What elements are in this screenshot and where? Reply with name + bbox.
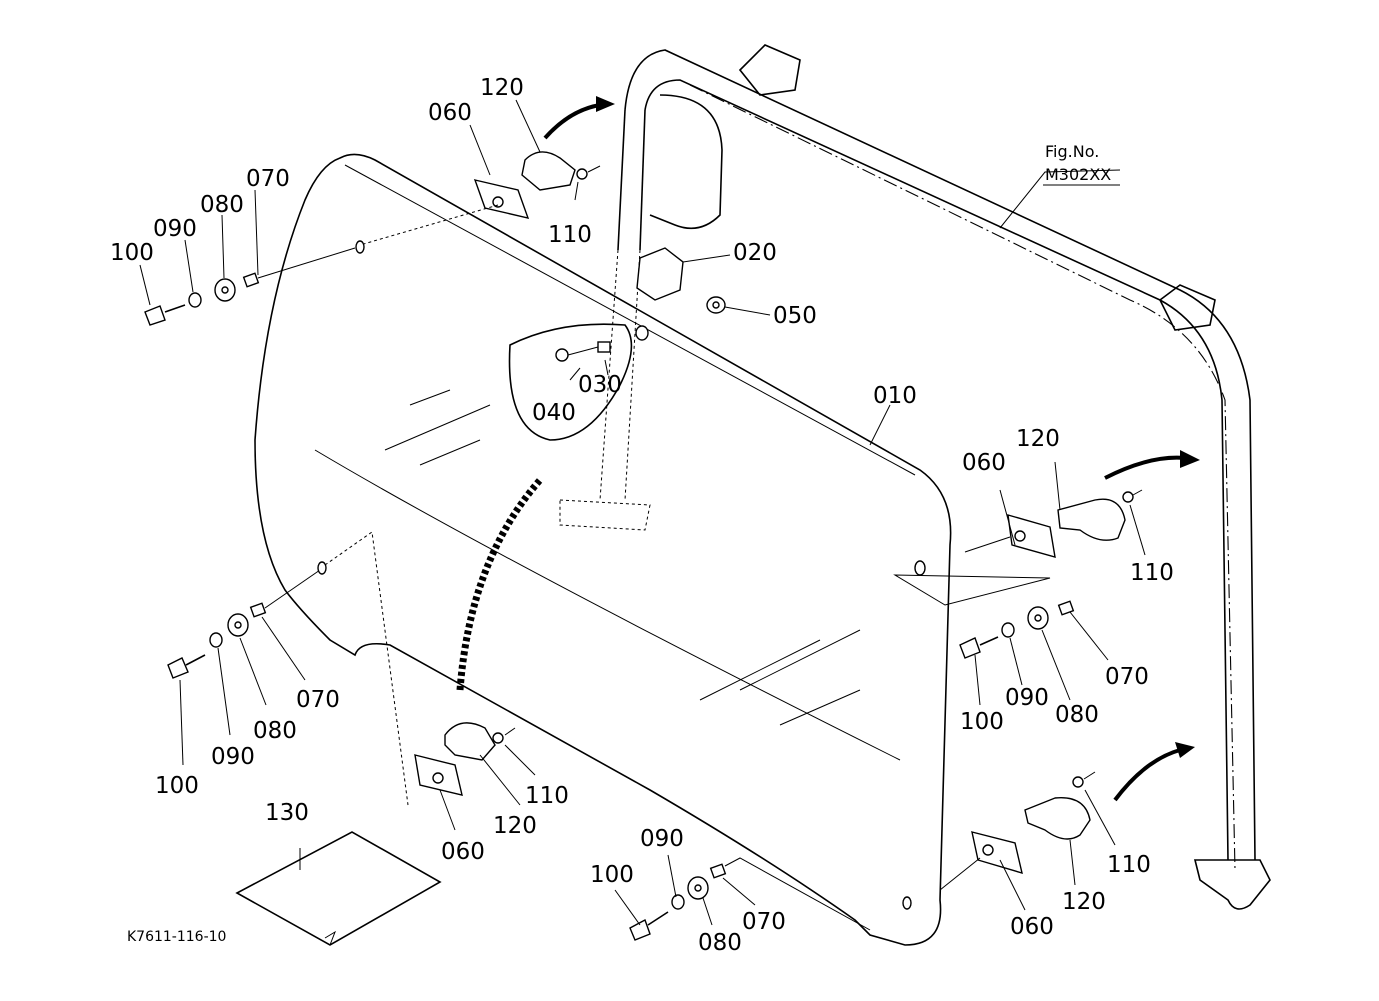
callout-070-tl: 070 — [246, 166, 290, 192]
callout-110-r: 110 — [1130, 560, 1174, 586]
left-bolt-stack — [167, 531, 409, 806]
callout-060-br: 060 — [1010, 914, 1054, 940]
bottom-left-bracket-group — [414, 722, 516, 796]
callout-080-tl: 080 — [200, 192, 244, 218]
callout-100-tl: 100 — [110, 240, 154, 266]
callout-080-b: 080 — [698, 930, 742, 956]
top-left-bolt-stack — [144, 247, 356, 326]
callout-110-bl: 110 — [525, 783, 569, 809]
bracket-020 — [636, 247, 731, 301]
bottom-right-bracket-group — [939, 771, 1096, 891]
right-bracket-group — [893, 489, 1143, 606]
callout-120-top: 120 — [480, 75, 524, 101]
fig-no-label: Fig.No. — [1045, 142, 1099, 161]
rear-glass-panel — [254, 153, 952, 946]
fig-no-number: M302XX — [1045, 165, 1111, 184]
rops-frame — [559, 44, 1271, 910]
figure-reference: Fig.No. M302XX K7611-116-10 — [127, 142, 1120, 945]
callout-070-b: 070 — [742, 909, 786, 935]
leader-lines — [139, 99, 1146, 926]
callout-050: 050 — [773, 303, 817, 329]
callout-080-l: 080 — [253, 718, 297, 744]
glass-movement-arrow — [456, 477, 543, 691]
callout-100-l: 100 — [155, 773, 199, 799]
callout-070-r: 070 — [1105, 664, 1149, 690]
callout-040: 040 — [532, 400, 576, 426]
drawing-code: K7611-116-10 — [127, 929, 226, 945]
callout-labels: 010 020 030 040 050 060 120 110 070 080 … — [110, 75, 1174, 956]
bottom-bolt-stack — [629, 857, 912, 941]
callout-100-r: 100 — [960, 709, 1004, 735]
callout-080-r: 080 — [1055, 702, 1099, 728]
callout-090-l: 090 — [211, 744, 255, 770]
callout-070-l: 070 — [296, 687, 340, 713]
callout-030: 030 — [578, 372, 622, 398]
callout-010: 010 — [873, 383, 917, 409]
nut-050 — [706, 296, 771, 316]
callout-020: 020 — [733, 240, 777, 266]
callout-110-top: 110 — [548, 222, 592, 248]
callout-100-b: 100 — [590, 862, 634, 888]
callout-120-bl: 120 — [493, 813, 537, 839]
callout-110-br: 110 — [1107, 852, 1151, 878]
callout-090-b: 090 — [640, 826, 684, 852]
callout-090-tl: 090 — [153, 216, 197, 242]
callout-090-r: 090 — [1005, 685, 1049, 711]
callout-120-br: 120 — [1062, 889, 1106, 915]
label-sheet-130 — [235, 831, 442, 946]
callout-120-r: 120 — [1016, 426, 1060, 452]
callout-060-bl: 060 — [441, 839, 485, 865]
mirror-assembly — [508, 323, 649, 441]
top-bracket-group — [355, 151, 601, 254]
right-bolt-stack — [959, 600, 1075, 659]
callout-060-r: 060 — [962, 450, 1006, 476]
rotation-arrows — [543, 96, 1200, 802]
callout-060-top: 060 — [428, 100, 472, 126]
callout-130: 130 — [265, 800, 309, 826]
